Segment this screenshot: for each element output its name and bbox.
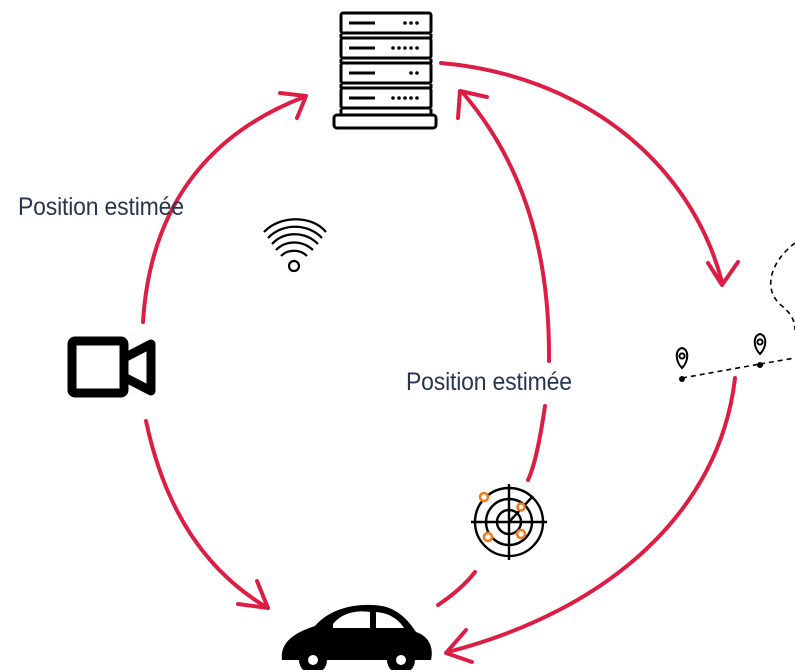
arrow-camera-to-server bbox=[141, 91, 308, 324]
estimated-position-label-left: Position estimée bbox=[18, 193, 184, 221]
radar-icon bbox=[471, 484, 547, 560]
route-map-pins-icon bbox=[675, 242, 795, 382]
arrow-car-to-server bbox=[436, 89, 552, 607]
car-icon bbox=[281, 604, 432, 670]
video-camera-icon bbox=[67, 336, 156, 398]
server-rack-icon bbox=[332, 11, 438, 130]
estimated-position-label-center: Position estimée bbox=[406, 368, 572, 396]
arrow-camera-to-car bbox=[144, 419, 270, 610]
server-led-dots bbox=[391, 21, 419, 100]
arrow-route-to-car bbox=[444, 376, 737, 664]
wifi-icon bbox=[263, 218, 327, 273]
arrow-server-to-route bbox=[439, 61, 740, 287]
